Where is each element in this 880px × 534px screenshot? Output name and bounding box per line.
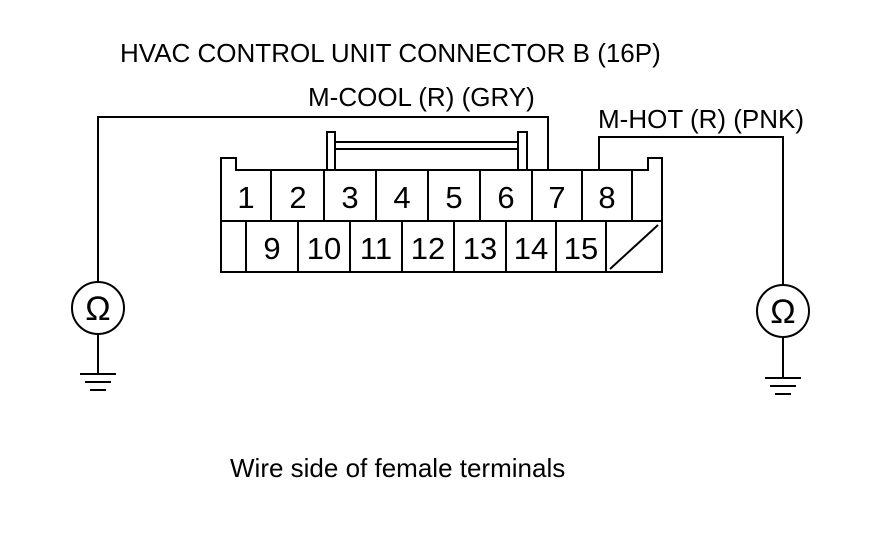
pin-labels-bottom: 9 10 11 12 13 14 15 [263,231,598,266]
ohmmeter-right: Ω [756,284,810,338]
ground-icon-left [80,334,116,391]
ohm-symbol-icon: Ω [770,293,795,331]
pin-labels-top: 1 2 3 4 5 6 7 8 [237,180,615,215]
pin-label: 11 [360,231,392,266]
m-cool-wire [97,116,549,283]
pin-label: 3 [341,180,358,215]
pin-label: 7 [548,180,565,215]
m-hot-wire [598,136,784,285]
pin-label: 15 [564,231,598,266]
diagram-title: HVAC CONTROL UNIT CONNECTOR B (16P) [120,38,661,68]
caption: Wire side of female terminals [230,453,565,483]
pin-label: 2 [289,180,306,215]
pin-label: 5 [445,180,462,215]
ohmmeter-left: Ω [71,281,125,335]
pin-label: 6 [497,180,514,215]
ohm-symbol-icon: Ω [85,290,110,328]
pin-label: 13 [463,231,497,266]
pin-label: 10 [307,231,341,266]
pin-label: 9 [263,231,280,266]
m-cool-label: M-COOL (R) (GRY) [308,82,535,112]
pin-label: 1 [237,180,254,215]
pin-label: 12 [411,231,445,266]
ground-icon-right [765,337,801,395]
pin-label: 8 [598,180,615,215]
m-hot-label: M-HOT (R) (PNK) [598,104,804,134]
pin-label: 4 [393,180,410,215]
connector-b [220,131,663,273]
pin-label: 14 [514,231,548,266]
